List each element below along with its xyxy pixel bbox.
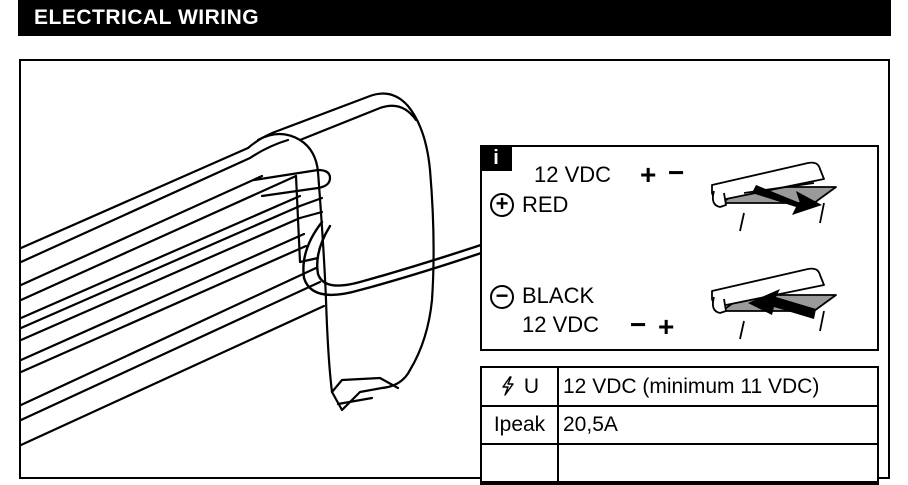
voltage-cell-label: U	[482, 368, 559, 407]
awning-retract-icon	[711, 267, 837, 340]
table-row: Ipeak 20,5A	[482, 405, 877, 445]
section-header: ELECTRICAL WIRING	[18, 0, 891, 36]
plus-sign: +	[658, 311, 675, 342]
negative-voltage-label: 12 VDC	[522, 312, 600, 337]
spec-table: U 12 VDC (minimum 11 VDC) Ipeak 20,5A	[480, 366, 879, 485]
table-row	[482, 443, 877, 483]
wiring-info-box: i 12 VDC + − + RED − BLACK 12 VDC − +	[480, 145, 879, 351]
awning-extend-icon	[711, 161, 837, 232]
plus-circle-icon: +	[490, 193, 514, 217]
minus-sign: −	[668, 157, 685, 188]
section-title: ELECTRICAL WIRING	[34, 6, 260, 29]
plus-sign: +	[640, 159, 657, 190]
lightning-icon	[502, 375, 514, 396]
voltage-cell-value: 12 VDC (minimum 11 VDC)	[557, 368, 877, 407]
info-icon: i	[480, 145, 512, 171]
current-cell-value: 20,5A	[557, 405, 877, 445]
table-row: U 12 VDC (minimum 11 VDC)	[482, 368, 877, 407]
current-cell-label: Ipeak	[482, 405, 559, 445]
positive-voltage-label: 12 VDC	[534, 162, 612, 187]
empty-cell-label	[482, 443, 559, 483]
empty-cell-value	[557, 443, 877, 483]
minus-sign: −	[630, 309, 647, 340]
red-wire-label: RED	[522, 192, 569, 217]
black-wire-label: BLACK	[522, 283, 595, 308]
minus-circle-icon: −	[490, 285, 514, 309]
